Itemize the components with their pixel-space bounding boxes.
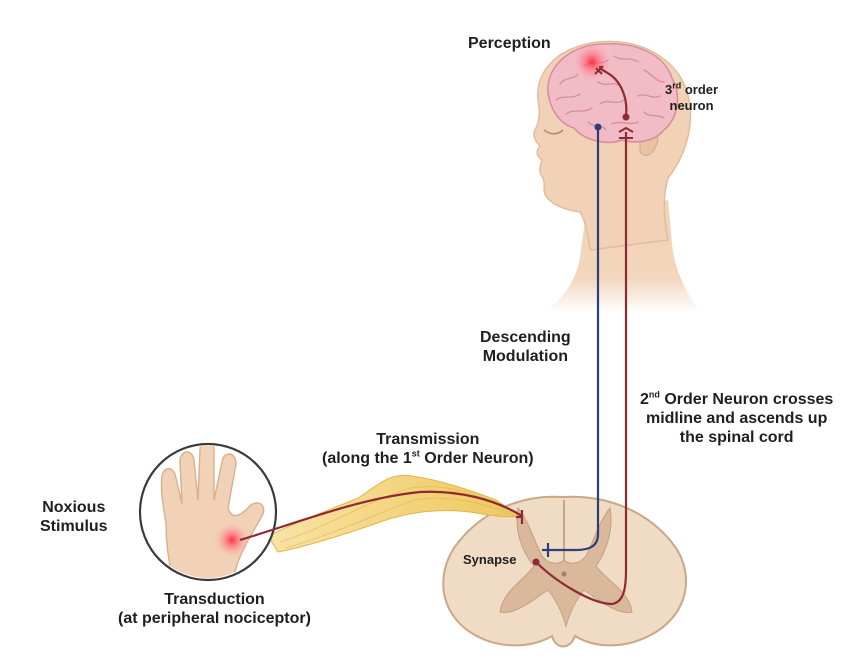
label-transduction-line2: (at peripheral nociceptor)	[118, 609, 311, 628]
label-noxious-stimulus: Noxious Stimulus	[40, 498, 108, 536]
descending-cell-body	[595, 124, 602, 131]
label-descending-line1: Descending	[480, 328, 571, 347]
label-second-order-line1: 2nd Order Neuron crosses	[640, 390, 833, 409]
label-second-order-line2: midline and ascends up	[640, 409, 833, 428]
label-descending-line2: Modulation	[480, 347, 571, 366]
hand-pain-glow	[214, 522, 250, 558]
label-second-order-rest: Order Neuron crosses	[664, 391, 833, 408]
label-third-order-line2: neuron	[665, 98, 718, 114]
label-transmission-sup: st	[412, 449, 420, 459]
label-transmission-line2: (along the 1st Order Neuron)	[322, 449, 534, 468]
label-third-order-sup: rd	[672, 81, 681, 91]
label-noxious-line1: Noxious	[40, 498, 108, 517]
second-order-cell-body	[533, 559, 540, 566]
label-transduction-line1: Transduction	[118, 590, 311, 609]
label-third-order-line1: 3rd order	[665, 82, 718, 98]
label-third-order-neuron: 3rd order neuron	[665, 82, 718, 113]
label-transduction: Transduction (at peripheral nociceptor)	[118, 590, 311, 628]
third-order-cell-body	[623, 114, 630, 121]
hand-callout	[140, 441, 276, 600]
label-transmission-post: Order Neuron)	[424, 450, 533, 467]
label-perception: Perception	[468, 34, 551, 53]
brain-pain-glow	[572, 42, 612, 82]
label-synapse: Synapse	[463, 552, 516, 568]
label-second-order-num: 2	[640, 391, 649, 408]
spinal-cord-section	[443, 497, 686, 647]
label-second-order-sup: nd	[649, 390, 660, 400]
label-transmission-line1: Transmission	[322, 430, 534, 449]
label-third-order-rest: order	[685, 82, 718, 97]
label-transmission: Transmission (along the 1st Order Neuron…	[322, 430, 534, 468]
label-second-order-neuron: 2nd Order Neuron crosses midline and asc…	[640, 390, 833, 448]
label-second-order-line3: the spinal cord	[640, 428, 833, 447]
label-transmission-pre: (along the 1	[322, 450, 412, 467]
label-descending-modulation: Descending Modulation	[480, 328, 571, 366]
label-noxious-line2: Stimulus	[40, 517, 108, 536]
central-canal	[562, 572, 567, 577]
